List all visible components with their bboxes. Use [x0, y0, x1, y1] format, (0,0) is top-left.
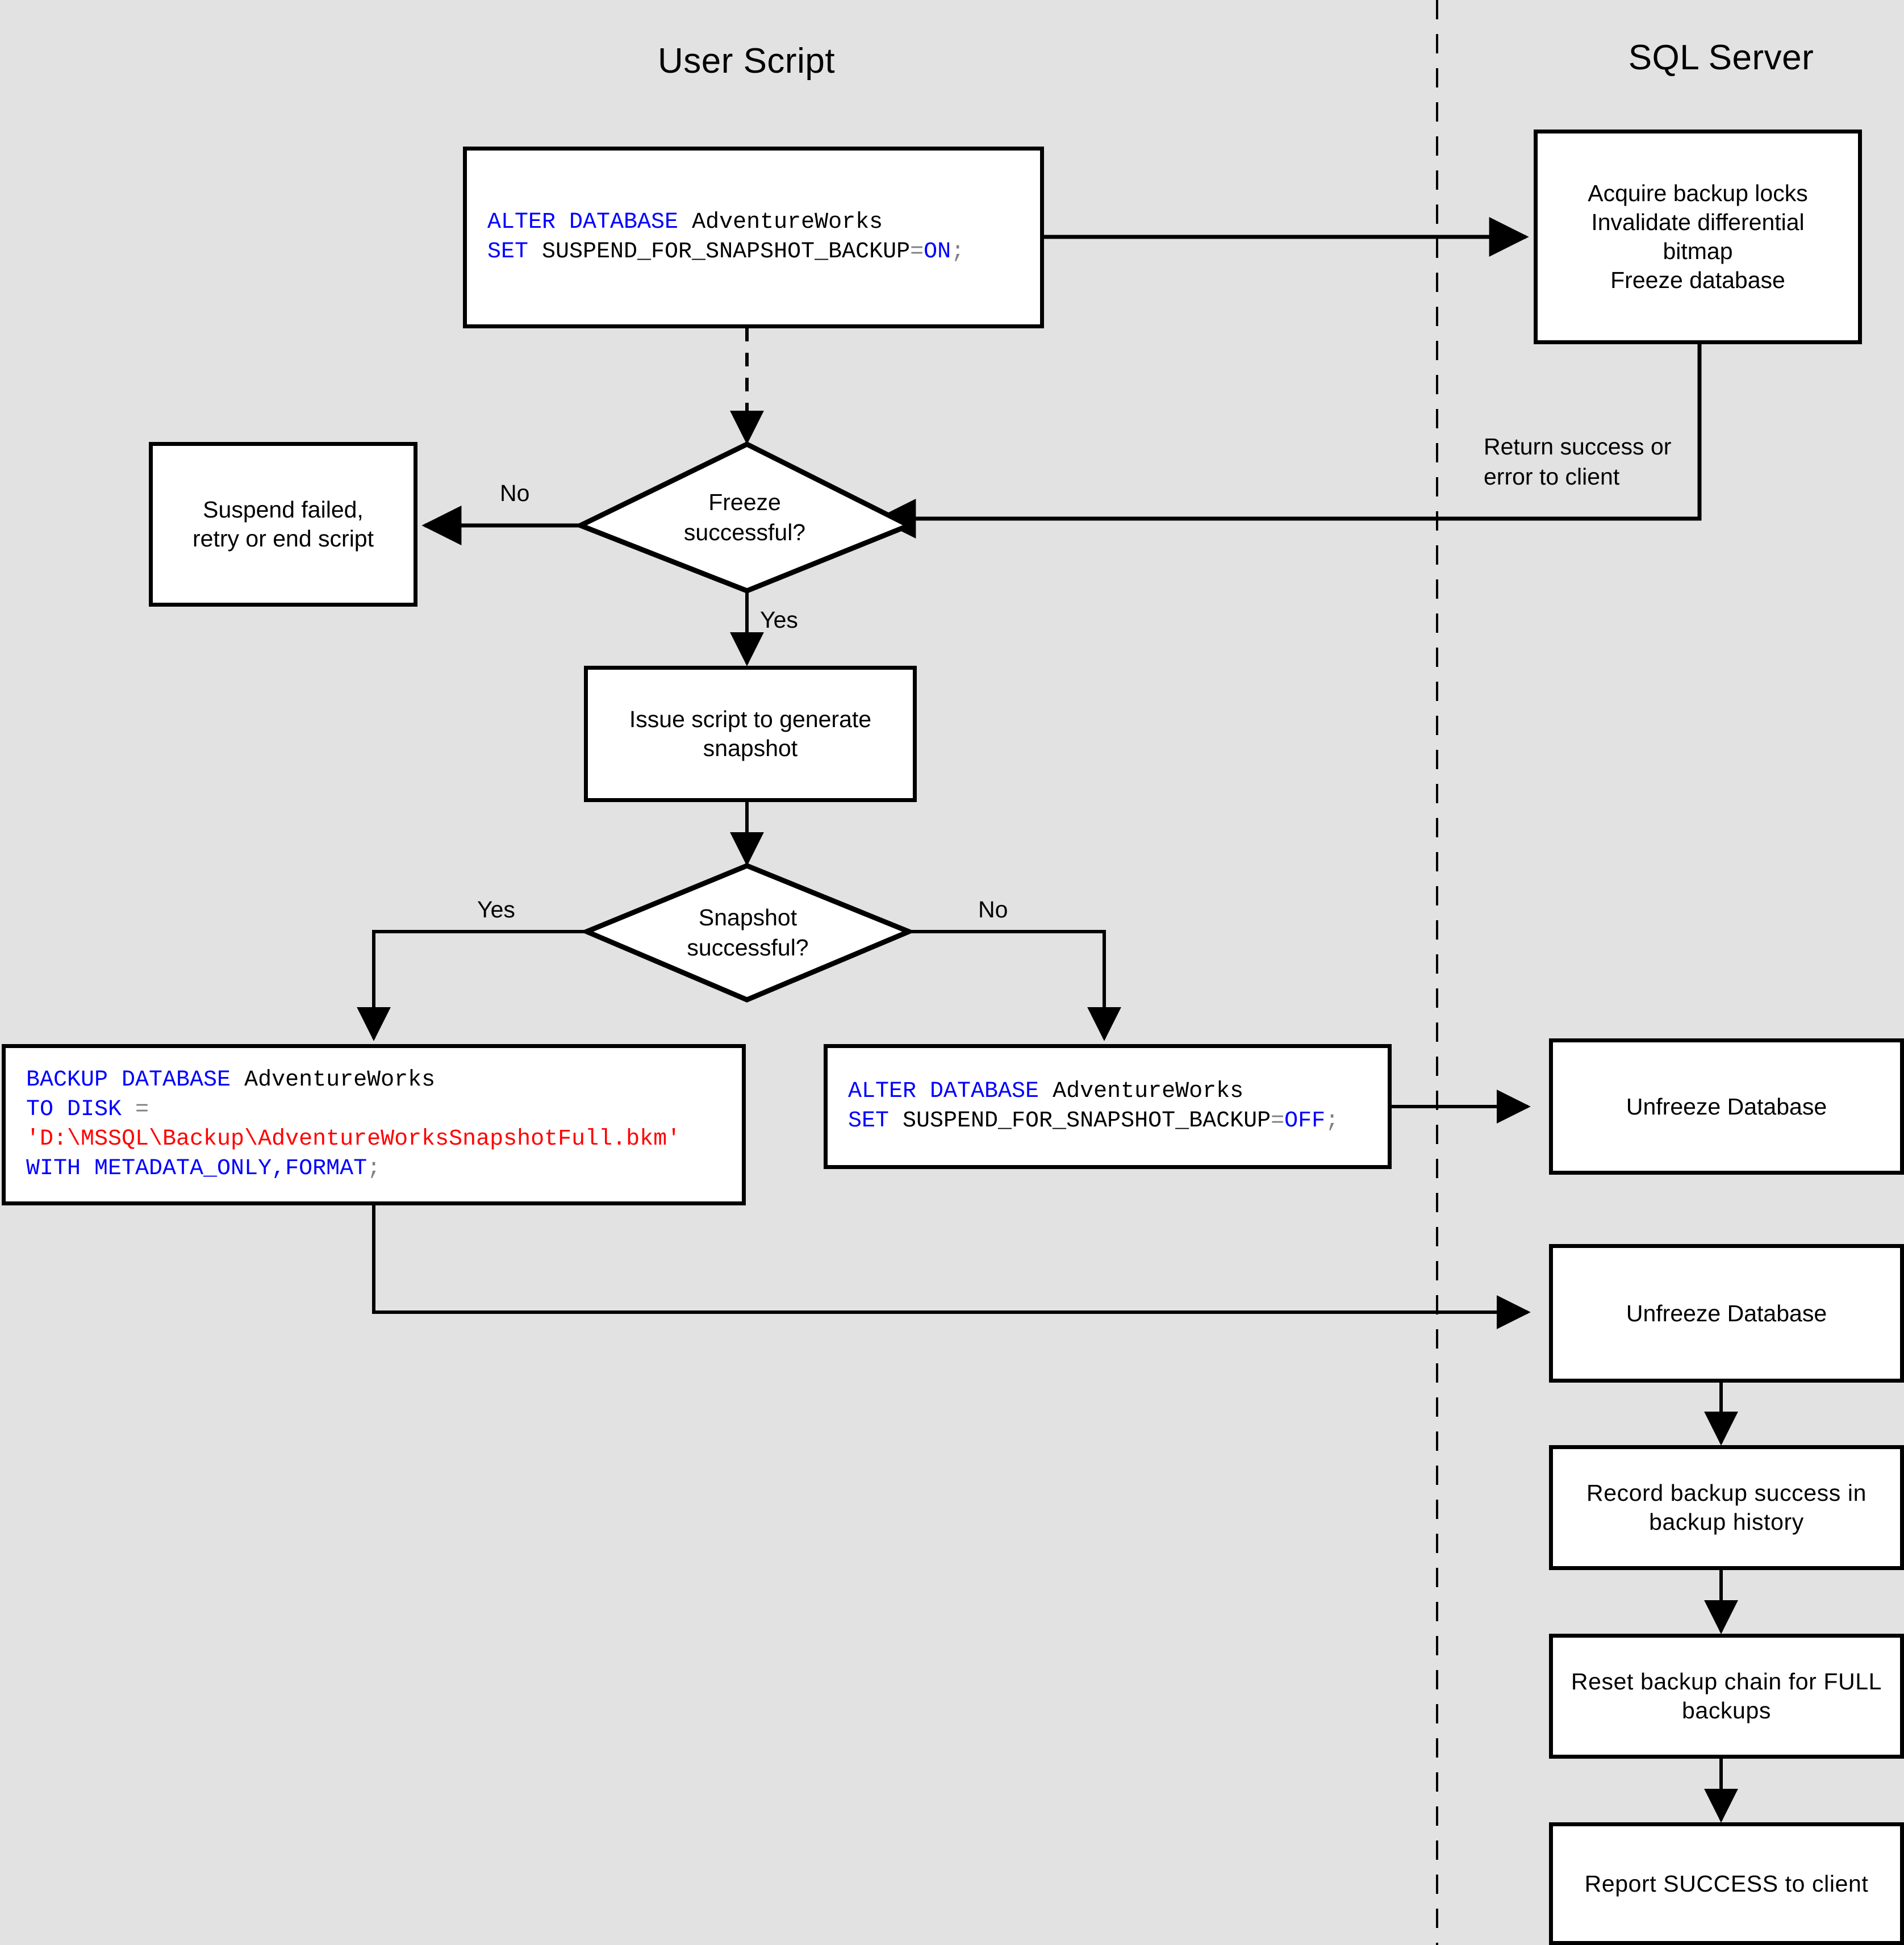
- node-issue-script-text: Issue script to generate snapshot: [629, 706, 872, 761]
- node-report-success-to-client[interactable]: Report SUCCESS to client: [1549, 1822, 1904, 1945]
- edge-label-freeze-no: No: [500, 480, 530, 506]
- node-acquire-backup-locks[interactable]: Acquire backup locks Invalidate differen…: [1534, 130, 1862, 344]
- node-snapshot-successful-decision[interactable]: Snapshot successful?: [587, 866, 909, 1000]
- edge-snapshot-no: [909, 930, 1121, 1041]
- node-acquire-backup-locks-text: Acquire backup locks Invalidate differen…: [1588, 180, 1808, 293]
- node-unfreeze-database-1[interactable]: Unfreeze Database: [1549, 1038, 1904, 1175]
- node-freeze-successful-label: Freeze successful?: [683, 489, 806, 545]
- lane-title-sql-server: SQL Server: [1628, 38, 1814, 77]
- node-unfreeze-database-2[interactable]: Unfreeze Database: [1549, 1244, 1904, 1383]
- edge-label-freeze-yes: Yes: [760, 607, 798, 633]
- edge-label-snapshot-yes: Yes: [477, 896, 515, 923]
- node-alter-database-suspend-on[interactable]: ALTER DATABASE AdventureWorks SET SUSPEN…: [463, 147, 1044, 328]
- node-record-backup-success[interactable]: Record backup success in backup history: [1549, 1445, 1904, 1570]
- node-freeze-successful-decision[interactable]: Freeze successful?: [581, 444, 909, 591]
- node-reset-backup-chain[interactable]: Reset backup chain for FULL backups: [1549, 1634, 1904, 1759]
- code-suspend-off: ALTER DATABASE AdventureWorks SET SUSPEN…: [848, 1079, 1339, 1134]
- node-snapshot-successful-label: Snapshot successful?: [687, 904, 809, 961]
- node-reset-backup-chain-text: Reset backup chain for FULL backups: [1571, 1668, 1882, 1723]
- edge-label-snapshot-no: No: [978, 896, 1008, 923]
- node-backup-database[interactable]: BACKUP DATABASE AdventureWorks TO DISK =…: [2, 1044, 746, 1205]
- edge-snapshot-yes: [357, 930, 587, 1041]
- edge-label-return-to-client: Return success or error to client: [1484, 433, 1672, 490]
- code-backup-database: BACKUP DATABASE AdventureWorks TO DISK =…: [26, 1067, 681, 1182]
- node-unfreeze-database-2-text: Unfreeze Database: [1626, 1300, 1827, 1326]
- node-suspend-failed[interactable]: Suspend failed, retry or end script: [149, 442, 417, 607]
- node-issue-script-generate-snapshot[interactable]: Issue script to generate snapshot: [584, 666, 917, 802]
- node-suspend-failed-text: Suspend failed, retry or end script: [193, 496, 374, 552]
- code-suspend-on: ALTER DATABASE AdventureWorks SET SUSPEN…: [487, 210, 965, 265]
- lane-title-user-script: User Script: [657, 41, 836, 81]
- edge-backup-to-unfreeze2: [372, 1205, 1531, 1329]
- node-report-success-to-client-text: Report SUCCESS to client: [1584, 1870, 1869, 1897]
- node-alter-database-suspend-off[interactable]: ALTER DATABASE AdventureWorks SET SUSPEN…: [824, 1044, 1392, 1169]
- node-unfreeze-database-1-text: Unfreeze Database: [1626, 1093, 1827, 1120]
- node-record-backup-success-text: Record backup success in backup history: [1586, 1480, 1867, 1535]
